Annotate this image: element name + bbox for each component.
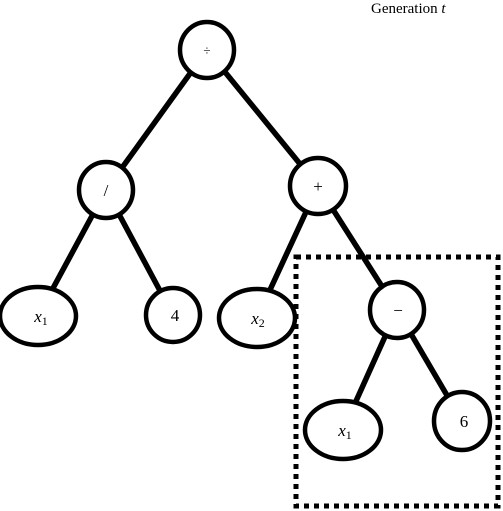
- node-x1-left-ellipse: [0, 284, 79, 348]
- node-x1-left-label: x1: [33, 307, 48, 328]
- node-plus: +: [287, 155, 349, 217]
- node-x1-left: x1: [0, 284, 79, 348]
- node-x2: x2: [216, 286, 298, 350]
- node-minus-circle: [367, 279, 427, 341]
- x1-right-var: x: [337, 421, 346, 440]
- node-divide-circle: [76, 159, 136, 221]
- node-divide: /: [76, 159, 136, 221]
- node-x1-right: x1: [302, 398, 384, 462]
- x1-left-sub: 1: [42, 314, 48, 328]
- generation-text: Generation: [371, 1, 438, 17]
- node-four: 4: [143, 285, 203, 345]
- x2-sub: 2: [259, 316, 265, 330]
- node-root-circle: [177, 19, 237, 81]
- node-x1-right-ellipse: [302, 398, 384, 462]
- node-minus: −: [367, 279, 427, 341]
- x2-var: x: [250, 309, 259, 328]
- node-plus-label: +: [313, 177, 323, 196]
- node-six-circle: [431, 389, 493, 453]
- node-root-label: ÷: [203, 43, 210, 58]
- node-four-label: 4: [171, 306, 180, 325]
- selected-subtree-box: [293, 254, 501, 509]
- node-x1-right-label: x1: [337, 421, 352, 442]
- node-plus-circle: [287, 155, 349, 217]
- node-minus-label: −: [393, 301, 403, 320]
- node-divide-label: /: [104, 181, 109, 200]
- node-four-circle: [143, 285, 203, 345]
- node-six: 6: [431, 389, 493, 453]
- x1-left-var: x: [33, 307, 42, 326]
- node-root: ÷: [177, 19, 237, 81]
- generation-variable: t: [441, 1, 446, 17]
- node-x2-label: x2: [250, 309, 265, 330]
- x1-right-sub: 1: [346, 428, 352, 442]
- generation-label: Generation t: [371, 0, 446, 18]
- node-six-label: 6: [460, 412, 469, 431]
- tree-edges: [35, 47, 465, 433]
